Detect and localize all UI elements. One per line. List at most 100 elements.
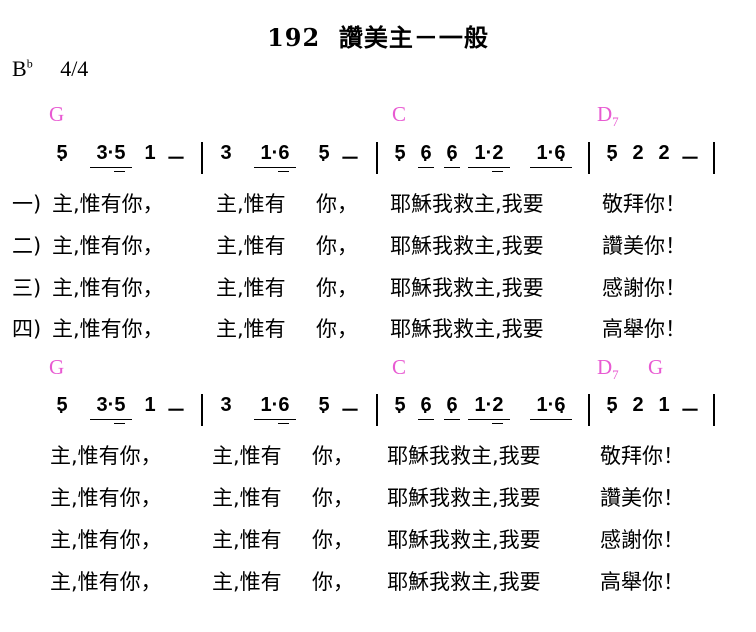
lyric-phrase: 主,惟有 [212,486,282,510]
note: 1 [144,394,156,416]
lyric-phrase: 耶穌我救主,我要 [387,486,541,510]
note: 5 [316,394,332,422]
dash: － [340,400,360,422]
lyric-phrase: 你， [312,528,354,552]
lyric-phrase: 你， [312,444,354,468]
barline [376,142,378,174]
lyric-phrase: 你， [312,570,354,594]
dash: － [166,148,186,170]
lyric-line-1: 一) 主,惟有你， 主,惟有 你， 耶穌我救主,我要 敬拜你！ [12,188,752,218]
chord-c: C [392,102,407,126]
lyric-line-3: 三) 主,惟有你， 主,惟有 你， 耶穌我救主,我要 感謝你！ [12,272,752,302]
lyric-phrase: 感謝你！ [600,528,684,552]
lyric-phrase: 主,惟有你， [52,192,164,216]
hymn-title-line: 192 讚美主－一般 [0,18,756,53]
note-group: 1·6 [530,394,572,422]
dash: － [680,400,700,422]
lyric-phrase: 主,惟有你， [50,528,162,552]
note-group: 1·2 [468,394,510,424]
note: 6 [418,394,434,422]
verse-label: 三) [12,276,42,300]
time-signature: 4/4 [60,56,89,81]
lyric-line-4: 四) 主,惟有你， 主,惟有 你， 耶穌我救主,我要 高舉你！ [12,313,752,343]
lyric-phrase: 主,惟有你， [50,486,162,510]
lyric-phrase: 你， [312,486,354,510]
lyric-phrase: 主,惟有你， [52,317,164,341]
chord-d7: D7 [597,102,619,130]
notation-line-1: 5 3·5 1 － 3 1·6 5 － 5 6 6 1·2 1·6 5 2 2 … [0,142,756,182]
lyric-phrase: 高舉你！ [602,317,686,341]
key-accidental: b [26,56,33,71]
lyric-line-7: 主,惟有你， 主,惟有 你， 耶穌我救主,我要 感謝你！ [12,524,752,554]
verse-label: 一) [12,192,42,216]
note: 5 [316,142,332,170]
chord-g: G [648,355,664,379]
lyric-phrase: 主,惟有 [216,317,286,341]
lyric-phrase: 讚美你！ [600,486,684,510]
lyric-phrase: 耶穌我救主,我要 [387,528,541,552]
note-group: 1·2 [468,142,510,172]
barline [588,394,590,426]
verse-label: 四) [12,317,42,341]
lyric-line-5: 主,惟有你， 主,惟有 你， 耶穌我救主,我要 敬拜你！ [12,440,752,470]
note: 3 [220,142,232,164]
lyric-phrase: 感謝你！ [602,276,686,300]
key-letter: B [12,56,27,81]
barline [376,394,378,426]
lyric-phrase: 耶穌我救主,我要 [390,276,544,300]
note: 5 [604,394,620,422]
note-group: 1·6 [530,142,572,170]
chord-g: G [49,102,65,126]
lyric-phrase: 耶穌我救主,我要 [387,444,541,468]
note: 1 [658,394,670,416]
note: 5 [392,142,408,170]
lyric-phrase: 讚美你！ [602,234,686,258]
lyric-phrase: 主,惟有 [216,276,286,300]
lyric-phrase: 耶穌我救主,我要 [390,234,544,258]
lyric-phrase: 耶穌我救主,我要 [387,570,541,594]
lyric-phrase: 耶穌我救主,我要 [390,192,544,216]
lyric-phrase: 主,惟有 [216,192,286,216]
lyric-phrase: 你， [316,234,358,258]
note: 6 [418,142,434,170]
lyric-phrase: 主,惟有你， [52,234,164,258]
dash: － [340,148,360,170]
lyric-phrase: 你， [316,192,358,216]
barline [713,142,715,174]
barline [201,142,203,174]
lyric-phrase: 主,惟有 [212,444,282,468]
lyric-phrase: 主,惟有 [212,570,282,594]
note: 1 [144,142,156,164]
note: 5 [392,394,408,422]
note-group: 3·5 [90,394,132,424]
note: 2 [658,142,670,164]
lyric-phrase: 主,惟有你， [50,570,162,594]
note: 2 [632,394,644,416]
key-signature: Bb 4/4 [12,56,88,82]
note: 5 [604,142,620,170]
note: 6 [444,394,460,422]
lyric-phrase: 敬拜你！ [602,192,686,216]
lyric-phrase: 主,惟有你， [50,444,162,468]
note: 6 [444,142,460,170]
lyric-phrase: 主,惟有 [216,234,286,258]
barline [201,394,203,426]
note-group: 1·6 [254,394,296,424]
chord-g: G [49,355,65,379]
dash: － [680,148,700,170]
lyric-phrase: 你， [316,317,358,341]
note-group: 1·6 [254,142,296,172]
note-group: 3·5 [90,142,132,172]
lyric-phrase: 敬拜你！ [600,444,684,468]
chord-d7: D7 [597,355,619,383]
lyric-phrase: 耶穌我救主,我要 [390,317,544,341]
note: 5 [54,142,70,170]
hymn-title: 讚美主－一般 [338,23,489,52]
dash: － [166,400,186,422]
lyric-phrase: 高舉你！ [600,570,684,594]
verse-label: 二) [12,234,42,258]
note: 3 [220,394,232,416]
lyric-phrase: 主,惟有 [212,528,282,552]
chord-c: C [392,355,407,379]
lyric-phrase: 主,惟有你， [52,276,164,300]
